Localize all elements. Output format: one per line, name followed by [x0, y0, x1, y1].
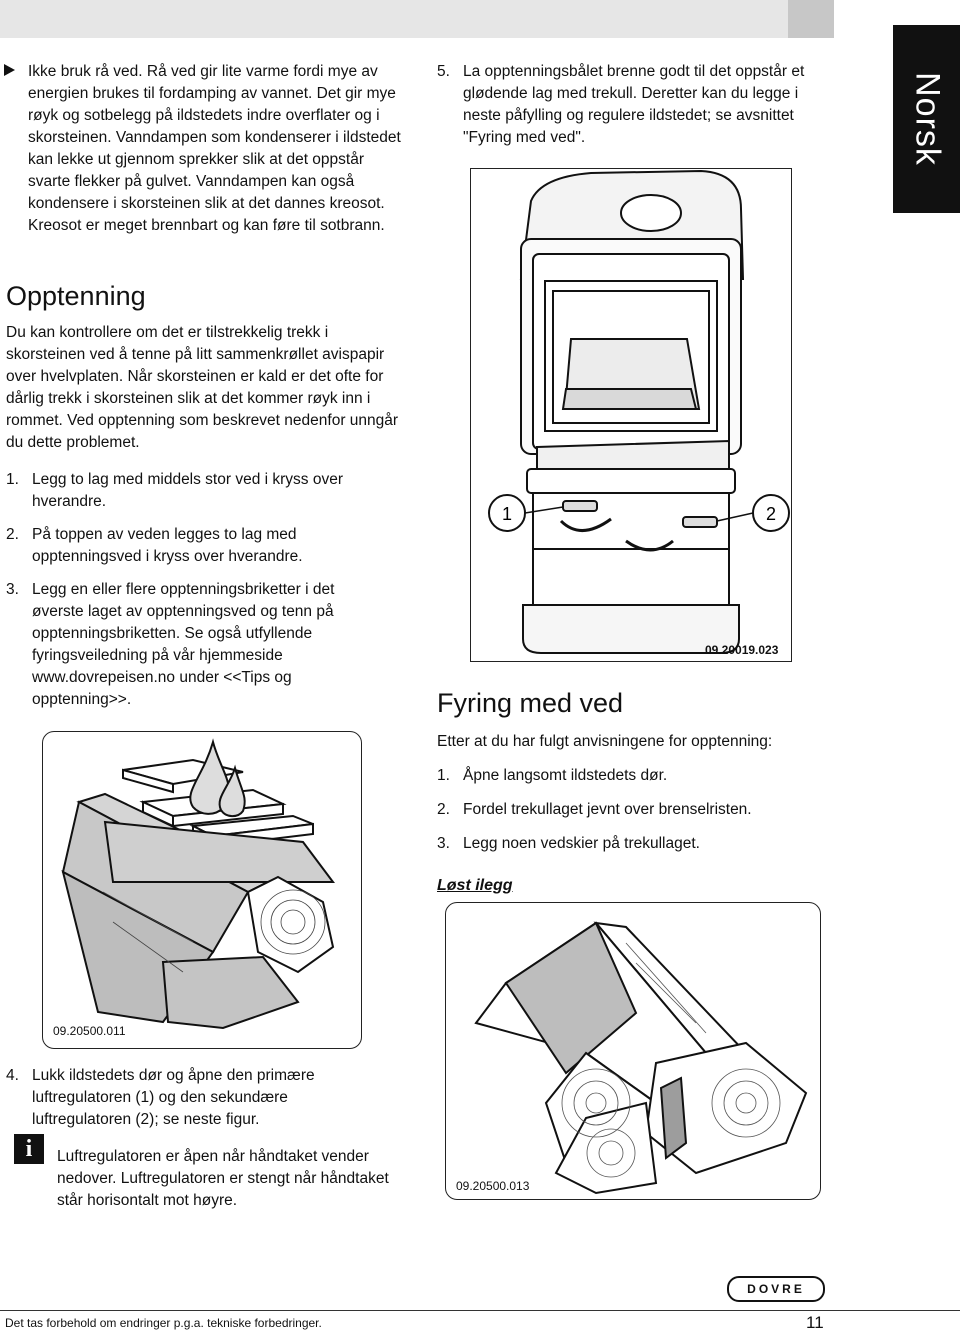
- info-note: Luftregulatoren er åpen når håndtaket ve…: [57, 1148, 389, 1209]
- step-4: 4. Lukk ildstedets dør og åpne den primæ…: [6, 1065, 366, 1131]
- list-item: 1. Åpne langsomt ildstedets dør.: [437, 765, 837, 787]
- step-text: Legg to lag med middels stor ved i kryss…: [32, 471, 343, 510]
- fyring-heading: Fyring med ved: [437, 688, 624, 718]
- footer-divider: [0, 1310, 960, 1311]
- stove-drawing: 1 2: [488, 169, 790, 654]
- list-item: 2. På toppen av veden legges to lag med …: [6, 524, 376, 568]
- fyring-intro: Etter at du har fulgt anvisningene for o…: [437, 733, 773, 750]
- step-text: Lukk ildstedets dør og åpne den primære …: [32, 1067, 315, 1128]
- step-number: 4.: [6, 1067, 19, 1084]
- opptenning-paragraph: Du kan kontrollere om det er tilstrekkel…: [6, 324, 399, 451]
- step-text: Fordel trekullaget jevnt over brenselris…: [463, 801, 752, 818]
- step-number: 5.: [437, 63, 450, 80]
- figure-caption: 09.20500.013: [456, 1179, 530, 1193]
- step-number: 3.: [6, 581, 19, 598]
- regulator-label-2: 2: [766, 504, 776, 524]
- stove-illustration: 1 2 09.20019.023: [470, 168, 792, 662]
- list-item: 3. Legg en eller flere opptenningsbriket…: [6, 579, 376, 711]
- figure-caption: 09.20500.011: [53, 1024, 126, 1038]
- step-text: La opptenningsbålet brenne godt til det …: [463, 63, 805, 146]
- intro-paragraph: Ikke bruk rå ved. Rå ved gir lite varme …: [28, 63, 401, 234]
- list-item: 1. Legg to lag med middels stor ved i kr…: [6, 469, 376, 513]
- step-number: 2.: [6, 526, 19, 543]
- step-number: 3.: [437, 835, 450, 852]
- crossed-logs-drawing: [61, 738, 335, 1030]
- loose-load-illustration: 09.20500.013: [445, 902, 821, 1200]
- language-tab-label: Norsk: [908, 72, 946, 166]
- fyring-steps: 1. Åpne langsomt ildstedets dør. 2. Ford…: [437, 765, 837, 855]
- step-text: Legg en eller flere opptenningsbriketter…: [32, 581, 335, 708]
- loose-logs-drawing: [474, 921, 808, 1195]
- step-number: 1.: [6, 471, 19, 488]
- bullet-arrow-icon: [4, 64, 15, 76]
- footer-disclaimer: Det tas forbehold om endringer p.g.a. te…: [5, 1316, 322, 1330]
- step-text: På toppen av veden legges to lag med opp…: [32, 526, 303, 565]
- list-item: 2. Fordel trekullaget jevnt over brensel…: [437, 799, 837, 821]
- header-bar: [0, 0, 788, 38]
- page-number: 11: [806, 1313, 824, 1332]
- language-tab: Norsk: [893, 25, 960, 213]
- loose-load-subheading: Løst ilegg: [437, 877, 513, 894]
- list-item: 3. Legg noen vedskier på trekullaget.: [437, 833, 837, 855]
- step-5: 5. La opptenningsbålet brenne godt til d…: [437, 61, 837, 149]
- header-corner-box: [788, 0, 834, 38]
- dovre-logo: DOVRE: [727, 1276, 825, 1302]
- opptenning-heading: Opptenning: [6, 281, 146, 311]
- kindling-illustration: 09.20500.011: [42, 731, 362, 1049]
- info-icon: i: [14, 1134, 44, 1164]
- opptenning-steps: 1. Legg to lag med middels stor ved i kr…: [6, 469, 376, 711]
- step-text: Åpne langsomt ildstedets dør.: [463, 767, 668, 784]
- regulator-label-1: 1: [502, 504, 512, 524]
- figure-caption: 09.20019.023: [705, 643, 779, 657]
- step-number: 1.: [437, 767, 450, 784]
- step-number: 2.: [437, 801, 450, 818]
- step-text: Legg noen vedskier på trekullaget.: [463, 835, 700, 852]
